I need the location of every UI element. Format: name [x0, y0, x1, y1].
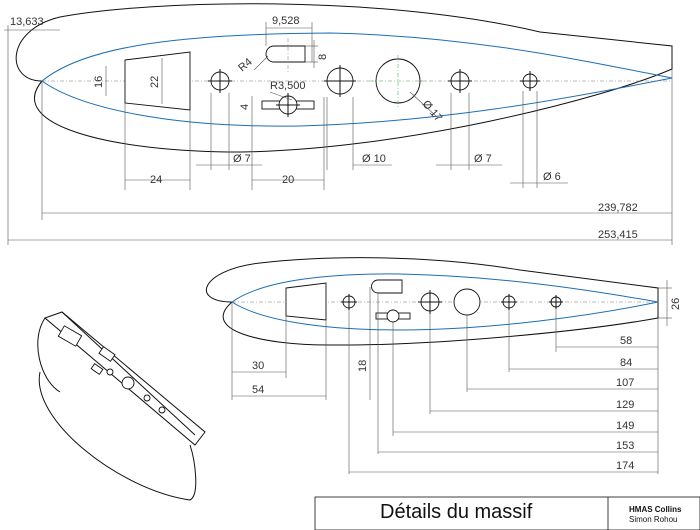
top-view: 13,633 9,528 R4 16 22 8 R3,500 4 Ø 17 Ø … [4, 3, 673, 245]
bottom-view: 26 18 30 54 58 84 107 129 149 153 174 [205, 257, 682, 474]
dim-129: 129 [616, 399, 634, 411]
top-hole-phi17 [370, 55, 439, 119]
top-hole-phi10 [324, 65, 356, 97]
dim-r3-500: R3,500 [270, 80, 305, 92]
top-hole-phi7-b [448, 69, 472, 93]
top-keyhole [261, 93, 315, 117]
author-name: Simon Rohou [629, 515, 677, 524]
dim-phi17: Ø 17 [420, 98, 445, 124]
bottom-hole-b [418, 290, 442, 314]
dim-phi7-b: Ø 7 [474, 153, 492, 165]
bottom-hole-d [549, 295, 563, 309]
dim-253-415: 253,415 [598, 229, 638, 241]
top-hole-phi6 [520, 71, 540, 91]
bottom-keyhole [375, 309, 411, 323]
title-block: Détails du massif HMAS Collins Simon Roh… [314, 496, 700, 530]
dim-22: 22 [149, 76, 161, 88]
dim-18: 18 [357, 360, 369, 372]
dim-16: 16 [93, 76, 105, 88]
iso-view [37, 311, 206, 501]
dim-4: 4 [239, 104, 251, 110]
dim-phi7-a: Ø 7 [233, 153, 251, 165]
dim-174: 174 [616, 460, 634, 472]
bottom-slot [371, 279, 403, 294]
dim-149: 149 [616, 420, 634, 432]
dim-30: 30 [252, 360, 264, 372]
top-hole-phi7-a [208, 69, 232, 93]
bottom-trapezoid-hatch [285, 282, 327, 321]
dim-153: 153 [616, 440, 634, 452]
dim-r4: R4 [236, 56, 254, 74]
dim-9-528: 9,528 [272, 15, 300, 27]
top-slot-r4 [265, 45, 306, 63]
dim-13-633: 13,633 [10, 16, 44, 28]
bottom-hole-large [453, 288, 481, 316]
dim-phi10: Ø 10 [362, 153, 386, 165]
dim-20: 20 [282, 174, 294, 186]
dim-26: 26 [670, 298, 682, 310]
project-name: HMAS Collins [629, 505, 682, 514]
dim-24: 24 [150, 174, 162, 186]
dim-54: 54 [252, 384, 264, 396]
dim-239-782: 239,782 [598, 202, 638, 214]
dim-8: 8 [317, 54, 329, 60]
bottom-hole-c [501, 294, 517, 310]
drawing-title: Détails du massif [380, 501, 533, 523]
bottom-hole-a [341, 294, 357, 310]
bottom-dimension-lines [231, 280, 672, 474]
dim-58: 58 [620, 335, 632, 347]
dim-84: 84 [620, 357, 632, 369]
dim-107: 107 [616, 377, 634, 389]
dim-phi6: Ø 6 [543, 171, 561, 183]
top-dimension-lines [4, 22, 673, 245]
